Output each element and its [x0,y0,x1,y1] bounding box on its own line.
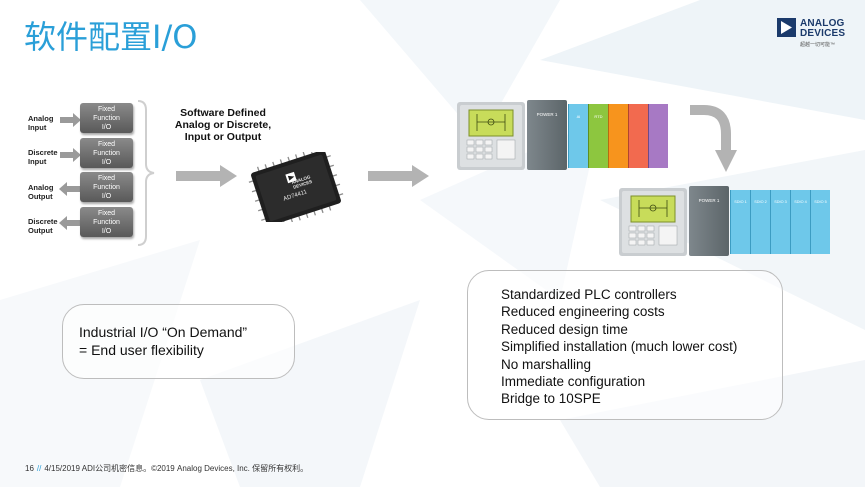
logo-line1: ANALOG [800,18,845,29]
plc-module-sdio-2: SDIO 2 [750,190,770,254]
plc-hmi-panel [457,102,525,170]
arrow-right-icon [368,165,429,187]
logo-line2: DEVICES [800,28,846,39]
plc-module-rtd: RTD [588,104,608,168]
plc-module-sdio-5: SDIO 5 [810,190,830,254]
list-item: Reduced engineering costs [501,304,665,320]
plc-module-orange [608,104,628,168]
arrow-right-icon [60,148,81,162]
logo-tagline: 超越一切可能™ [800,42,836,48]
plc-rack-bottom: POWER 1 SDIO 1 SDIO 2 SDIO 3 SDIO 4 SDIO… [619,186,834,258]
list-item: Bridge to 10SPE [501,391,601,407]
footer-text: 4/15/2019 ADI公司机密信息。©2019 Analog Devices… [44,464,309,473]
callout-line: = End user flexibility [79,342,204,358]
adi-triangle-icon [777,18,796,37]
bracket [137,100,155,246]
plc-hmi-panel [619,188,687,256]
curved-arrow-down-icon [690,105,737,172]
plc-module-sdio-3: SDIO 3 [770,190,790,254]
list-item: Standardized PLC controllers [501,287,677,302]
list-item: Simplified installation (much lower cost… [501,339,738,355]
list-item: No marshalling [501,356,592,372]
footer-slashes: // [36,464,42,473]
plc-module-ai: AI [568,104,588,168]
arrow-right-icon [60,113,81,127]
plc-module-purple [648,104,668,168]
ad74411-chip [248,152,344,222]
software-defined-label: Software Defined Analog or Discrete, Inp… [174,107,272,143]
list-item: Reduced design time [501,321,628,337]
plc-power-module: POWER 1 [527,100,567,170]
plc-power-module: POWER 1 [689,186,729,256]
plc-module-red [628,104,648,168]
callout-on-demand: Industrial I/O “On Demand” = End user fl… [62,304,295,379]
footer: 16//4/15/2019 ADI公司机密信息。©2019 Analog Dev… [25,463,308,474]
callout-line: Industrial I/O “On Demand” [79,324,248,340]
benefits-list: Standardized PLC controllers Reduced eng… [501,286,782,408]
arrow-left-icon [59,216,80,230]
plc-rack-top: POWER 1 AI RTD [457,100,679,172]
list-item: Immediate configuration [501,374,646,390]
page-title: 软件配置I/O [24,18,198,56]
arrow-left-icon [59,182,80,196]
callout-benefits: Standardized PLC controllers Reduced eng… [467,270,783,420]
plc-module-sdio-1: SDIO 1 [730,190,750,254]
page-number: 16 [25,464,34,473]
analog-devices-logo: ANALOG DEVICES 超越一切可能™ [777,14,857,58]
arrow-right-icon [176,165,237,187]
plc-module-sdio-4: SDIO 4 [790,190,810,254]
